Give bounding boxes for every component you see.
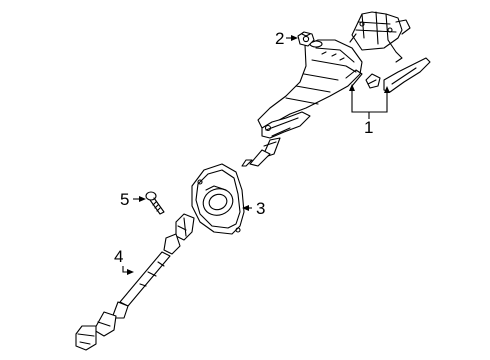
callout-label-5: 5 bbox=[120, 190, 130, 209]
leader-3 bbox=[242, 205, 252, 211]
column-cover-part-3 bbox=[191, 163, 245, 235]
callout-label-2: 2 bbox=[275, 29, 285, 48]
intermediate-shaft-part-4 bbox=[75, 213, 195, 351]
steering-column bbox=[241, 11, 431, 167]
leader-2 bbox=[286, 35, 298, 41]
nut-part-2 bbox=[297, 31, 315, 47]
callout-label-4: 4 bbox=[114, 247, 124, 266]
leader-1 bbox=[349, 84, 390, 119]
leader-4 bbox=[122, 266, 134, 275]
leader-5 bbox=[133, 196, 146, 202]
callout-label-1: 1 bbox=[364, 118, 374, 137]
callout-label-3: 3 bbox=[256, 199, 266, 218]
bolt-part-5 bbox=[145, 191, 165, 215]
